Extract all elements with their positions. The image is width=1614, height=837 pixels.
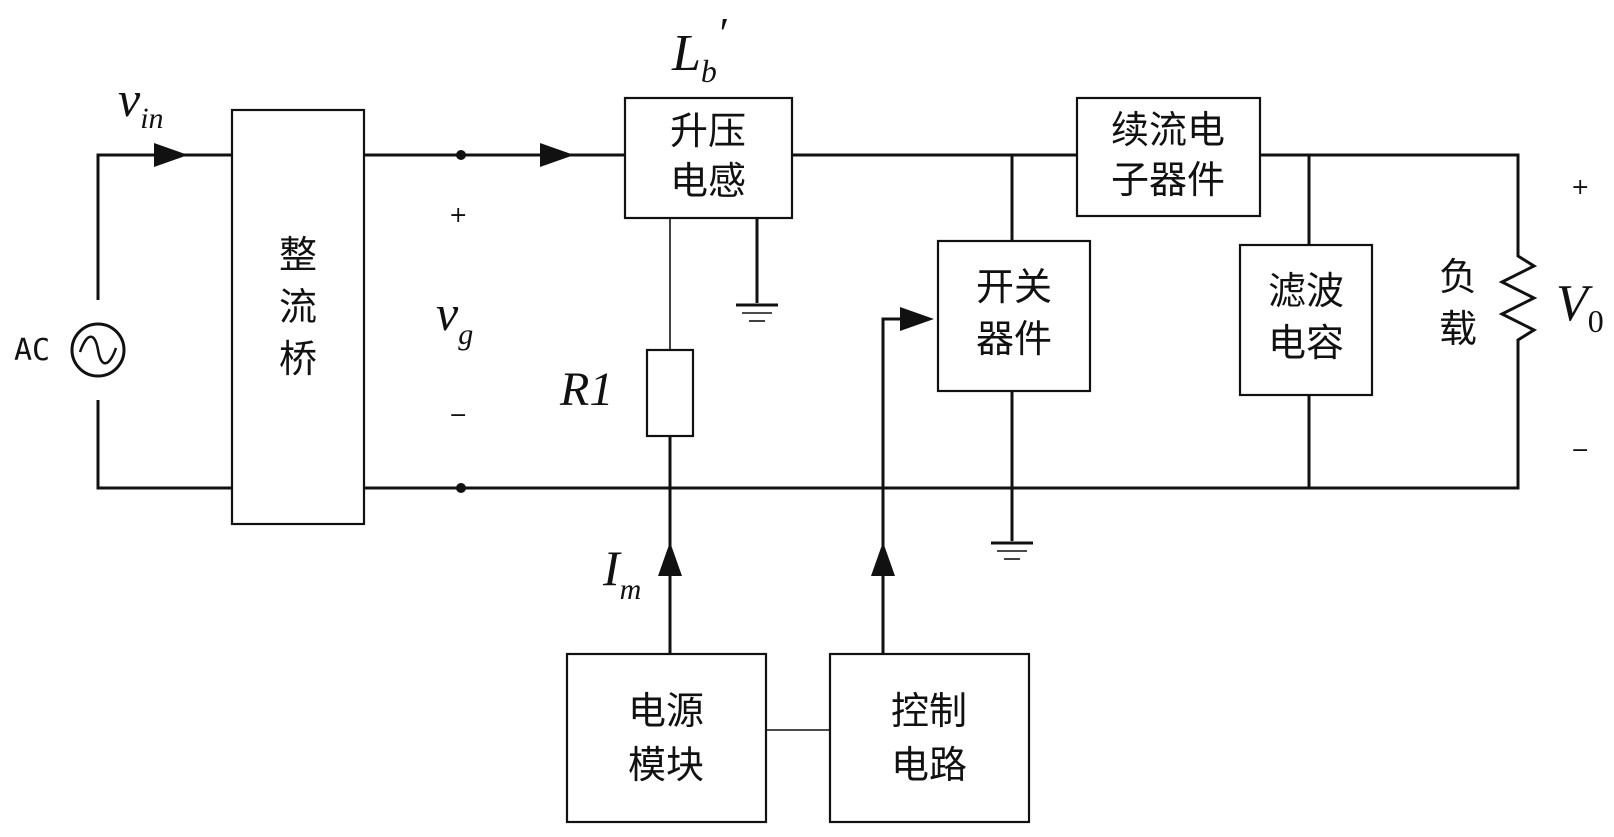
ac-bottom-wire (96, 400, 232, 490)
plus-sign-left: + (449, 203, 467, 228)
plus-sign-right: + (1571, 175, 1589, 200)
control-up-arrow-icon (871, 542, 895, 576)
minus-sign-left: − (449, 403, 467, 428)
switch-drive-arrow-icon (900, 307, 934, 331)
filter-cap-label-2: 电容 (1268, 321, 1344, 365)
r1-resistor (645, 348, 695, 438)
power-module-label-2: 模块 (628, 743, 704, 787)
freewheel-device-block (1075, 96, 1262, 218)
control-label-1: 控制 (891, 689, 967, 733)
rectifier-label-3: 桥 (279, 337, 317, 381)
ac-label: AC (14, 333, 50, 368)
load-label-1: 负 (1439, 255, 1477, 299)
power-module-label-1: 电源 (628, 689, 704, 733)
power-module-block (565, 652, 768, 824)
load-label-2: 载 (1439, 307, 1477, 351)
filter-cap-label-1: 滤波 (1268, 269, 1344, 313)
ac-top-wire (96, 153, 232, 300)
ac-source-icon (70, 322, 126, 378)
junction-dot-top (456, 150, 466, 160)
im-arrow-icon (658, 542, 682, 576)
rectifier-block (230, 108, 366, 526)
lb-label: Lb′ (671, 9, 728, 89)
bottom-rail (364, 350, 1520, 490)
vin-arrow-icon (154, 143, 188, 167)
im-label: Im (602, 540, 641, 606)
r1-label: R1 (559, 363, 613, 416)
switch-label-1: 开关 (976, 265, 1052, 309)
ground-icon-switch (991, 541, 1033, 560)
switch-label-2: 器件 (976, 317, 1052, 361)
vin-label: vin (118, 71, 164, 135)
vg-arrow-icon (540, 143, 574, 167)
inductor-label-1: 升压 (670, 109, 746, 153)
minus-sign-right: − (1571, 438, 1589, 463)
vg-label: vg (436, 285, 473, 351)
inductor-label-2: 电感 (670, 159, 746, 203)
rectifier-label-1: 整 (279, 233, 317, 277)
top-rail-right (1260, 153, 1520, 246)
control-circuit-block (828, 652, 1031, 824)
junction-dot-bottom (456, 483, 466, 493)
ground-icon-inductor (736, 303, 778, 322)
boost-inductor-block (623, 96, 794, 220)
rectifier-label-2: 流 (279, 285, 317, 329)
control-label-2: 电路 (891, 743, 967, 787)
freewheel-label-1: 续流电 (1111, 108, 1225, 152)
freewheel-label-2: 子器件 (1111, 158, 1225, 202)
load-resistor-icon (1498, 246, 1538, 350)
filter-capacitor-block (1238, 243, 1374, 397)
vo-label: V0 (1556, 275, 1604, 339)
switch-device-block (936, 239, 1092, 393)
